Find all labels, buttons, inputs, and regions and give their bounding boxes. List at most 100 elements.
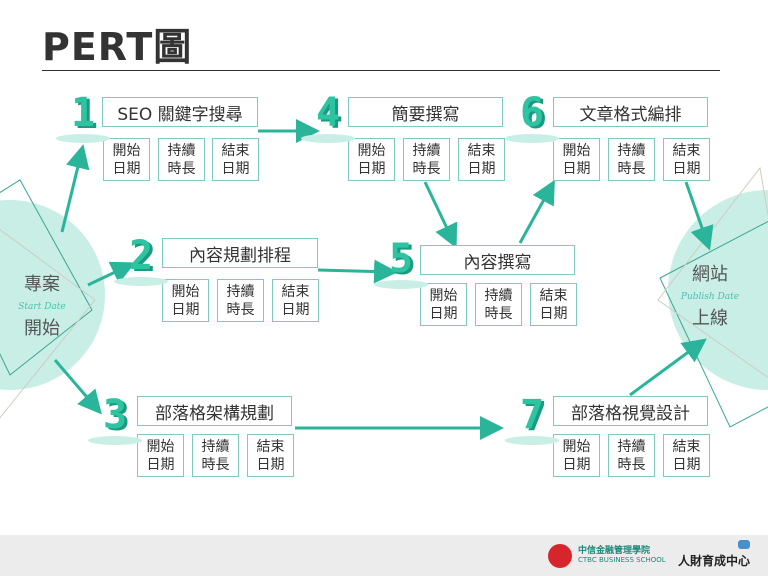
task-finish-box: 結束日期 [247, 434, 294, 477]
task-title: 內容撰寫 [420, 245, 575, 275]
sub-label: 時長 [412, 161, 441, 177]
task-title: 內容規劃排程 [162, 238, 318, 268]
sub-label: 日期 [562, 161, 591, 177]
start-circle [0, 200, 105, 390]
sub-label: 結束 [672, 439, 701, 455]
arrow-6-end [684, 181, 714, 251]
school-name-cn: 中信金融管理學院 [578, 546, 651, 556]
arrow-7-end [629, 338, 707, 397]
task-duration-box: 持續時長 [217, 279, 264, 322]
end-label-2: 上線 [692, 308, 728, 329]
arrow-start-2 [87, 261, 136, 287]
school-logo-icon [548, 544, 572, 568]
sub-label: 開始 [357, 143, 386, 159]
sub-label: 持續 [484, 288, 513, 304]
task-finish-box: 結束日期 [663, 138, 710, 181]
task-title: 簡要撰寫 [348, 97, 503, 127]
sub-label: 時長 [617, 457, 646, 473]
arrow-start-3 [53, 359, 102, 415]
sub-label: 結束 [467, 143, 496, 159]
task-start-box: 開始日期 [420, 283, 467, 326]
sub-label: 開始 [146, 439, 175, 455]
sub-label: 持續 [226, 284, 255, 300]
start-label-2: 開始 [24, 318, 60, 339]
sub-label: 持續 [412, 143, 441, 159]
sub-label: 持續 [201, 439, 230, 455]
task-finish-box: 結束日期 [458, 138, 505, 181]
task-duration-box: 持續時長 [192, 434, 239, 477]
start-label-1: 專案 [24, 274, 60, 295]
page-title: PERT圖 [42, 25, 193, 69]
task-start-box: 開始日期 [553, 138, 600, 181]
task-number-icon: 6 [505, 90, 559, 143]
sub-label: 日期 [539, 306, 568, 322]
task-number-icon: 3 [88, 392, 142, 445]
sub-label: 結束 [281, 284, 310, 300]
sub-label: 時長 [167, 161, 196, 177]
task-title: 部落格視覺設計 [553, 396, 708, 426]
task-number-icon: 1 [56, 90, 110, 143]
arrow-2-5 [317, 259, 398, 284]
sub-label: 持續 [617, 439, 646, 455]
task-title: SEO 關鍵字搜尋 [102, 97, 258, 127]
arrow-start-1 [60, 144, 90, 233]
sub-label: 日期 [146, 457, 175, 473]
task-number-icon: 5 [374, 236, 428, 289]
sub-label: 日期 [256, 457, 285, 473]
footer: 中信金融管理學院 CTBC BUSINESS SCHOOL 人財育成中心 [0, 535, 768, 576]
start-script: Start Date [18, 302, 66, 312]
task-finish-box: 結束日期 [272, 279, 319, 322]
sub-label: 日期 [357, 161, 386, 177]
sub-label: 開始 [171, 284, 200, 300]
start-frame-light [0, 229, 96, 419]
sub-label: 日期 [429, 306, 458, 322]
task-start-box: 開始日期 [137, 434, 184, 477]
task-number-icon: 4 [301, 90, 355, 143]
task-duration-box: 持續時長 [475, 283, 522, 326]
sub-label: 時長 [226, 302, 255, 318]
sub-label: 日期 [112, 161, 141, 177]
task-number-icon: 7 [505, 392, 559, 445]
task-title: 文章格式編排 [553, 97, 708, 127]
sub-label: 結束 [256, 439, 285, 455]
end-script: Publish Date [680, 292, 740, 302]
sub-label: 結束 [221, 143, 250, 159]
end-frame [659, 220, 768, 428]
sub-label: 開始 [112, 143, 141, 159]
arrow-4-5 [423, 181, 458, 249]
sub-label: 時長 [484, 306, 513, 322]
school-name-en: CTBC BUSINESS SCHOOL [578, 556, 666, 564]
task-title: 部落格架構規劃 [137, 396, 292, 426]
start-node: 專案 Start Date 開始 [12, 274, 72, 340]
task-finish-box: 結束日期 [212, 138, 259, 181]
sub-label: 日期 [467, 161, 496, 177]
sub-label: 日期 [171, 302, 200, 318]
task-number-icon: 2 [114, 233, 168, 286]
task-duration-box: 持續時長 [403, 138, 450, 181]
task-start-box: 開始日期 [348, 138, 395, 181]
arrow-5-6 [518, 179, 555, 244]
sub-label: 日期 [221, 161, 250, 177]
sub-label: 日期 [672, 457, 701, 473]
sub-label: 結束 [672, 143, 701, 159]
end-node: 網站 Publish Date 上線 [680, 264, 740, 330]
sub-label: 持續 [617, 143, 646, 159]
start-frame [0, 179, 93, 376]
sub-label: 日期 [672, 161, 701, 177]
task-finish-box: 結束日期 [663, 434, 710, 477]
task-start-box: 開始日期 [162, 279, 209, 322]
title-divider [42, 70, 720, 71]
people-icon [738, 540, 750, 549]
sub-label: 開始 [429, 288, 458, 304]
task-finish-box: 結束日期 [530, 283, 577, 326]
sub-label: 時長 [617, 161, 646, 177]
sub-label: 開始 [562, 143, 591, 159]
sub-label: 持續 [167, 143, 196, 159]
sub-label: 日期 [281, 302, 310, 318]
task-duration-box: 持續時長 [158, 138, 205, 181]
sub-label: 結束 [539, 288, 568, 304]
task-start-box: 開始日期 [103, 138, 150, 181]
sub-label: 日期 [562, 457, 591, 473]
center-name: 人財育成中心 [678, 554, 751, 568]
